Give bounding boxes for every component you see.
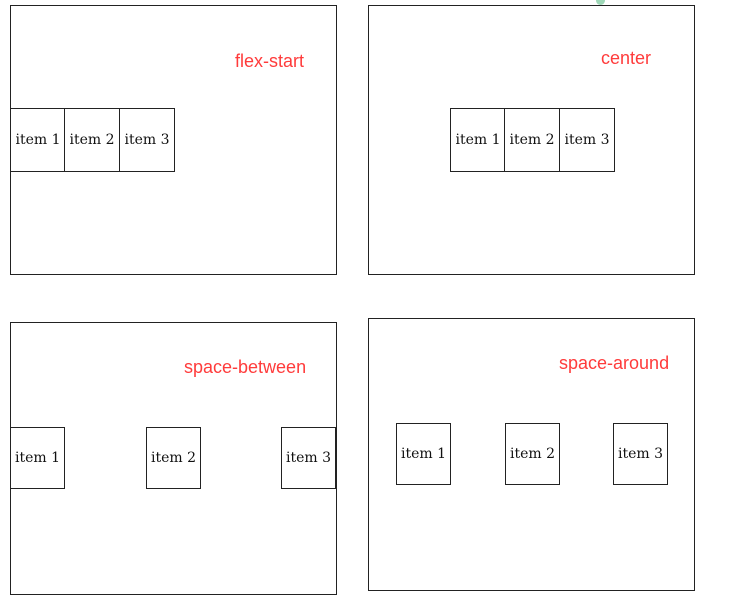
flex-item-1: item 1: [450, 108, 506, 172]
panel-space-between: space-between item 1 item 2 item 3: [10, 322, 337, 595]
flex-item-3: item 3: [119, 108, 175, 172]
flex-item-1: item 1: [10, 427, 65, 489]
flex-item-1: item 1: [396, 423, 451, 485]
cropped-ui-dot-icon: [596, 0, 605, 5]
flex-item-3: item 3: [559, 108, 615, 172]
panel-space-around: space-around item 1 item 2 item 3: [368, 318, 695, 591]
flex-item-2: item 2: [146, 427, 201, 489]
panel-title: space-around: [559, 353, 670, 373]
panel-flex-start: flex-start item 1 item 2 item 3: [10, 5, 337, 275]
panel-title: center: [601, 48, 652, 68]
flex-item-2: item 2: [504, 108, 560, 172]
panel-title: space-between: [184, 357, 307, 377]
panel-center: center item 1 item 2 item 3: [368, 5, 695, 275]
panel-title: flex-start: [234, 51, 304, 71]
flex-item-1: item 1: [10, 108, 66, 172]
flex-item-3: item 3: [613, 423, 668, 485]
flex-item-2: item 2: [505, 423, 560, 485]
flex-item-3: item 3: [281, 427, 336, 489]
flex-item-2: item 2: [64, 108, 120, 172]
